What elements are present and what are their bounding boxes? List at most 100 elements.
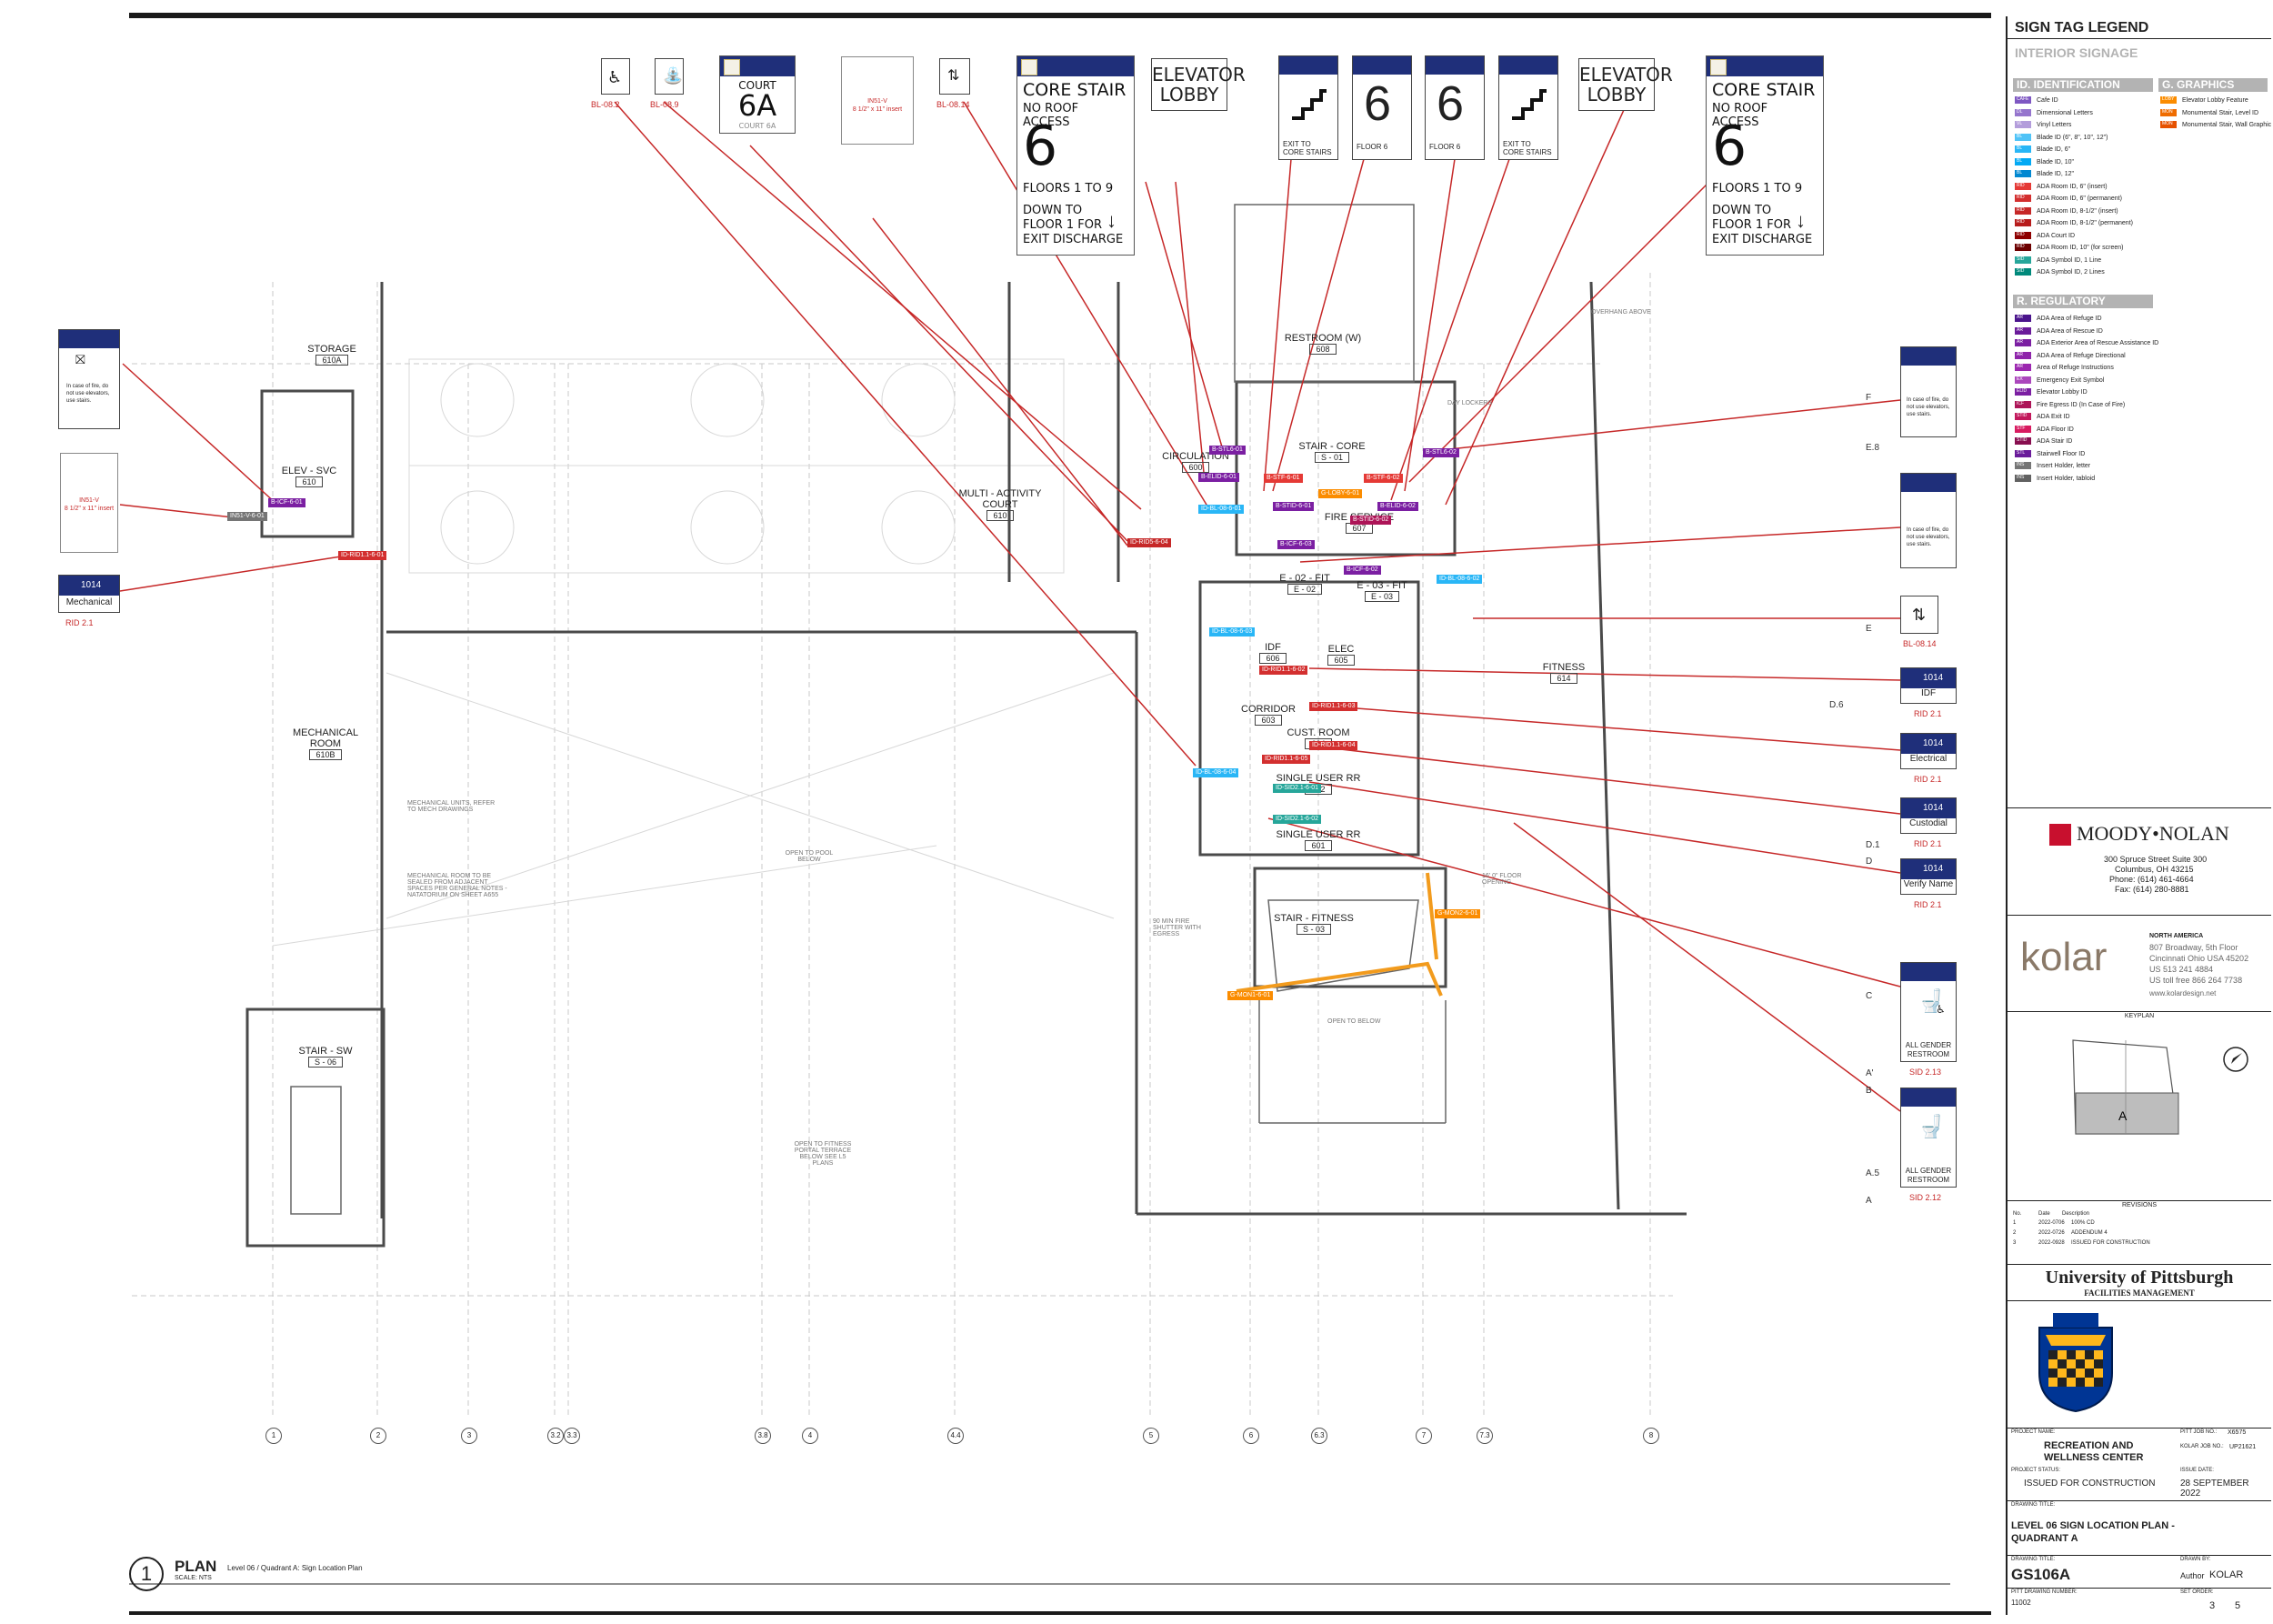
elevator-lobby-line2: LOBBY bbox=[1587, 84, 1647, 105]
sign-tag-chip: ID-BL-08-6-01 bbox=[1198, 505, 1245, 514]
legend-label: ADA Court ID bbox=[2037, 232, 2076, 239]
project-status-label: PROJECT STATUS: bbox=[2011, 1468, 2061, 1473]
restroom-line1: ALL GENDER bbox=[1905, 1041, 1952, 1049]
keyplan-title: KEYPLAN bbox=[2124, 1013, 2155, 1019]
legend-tag: CAFE bbox=[2017, 96, 2029, 102]
legend-label: Emergency Exit Symbol bbox=[2037, 376, 2105, 384]
legend-label: Dimensional Letters bbox=[2037, 109, 2093, 116]
core-stair-number: 6 bbox=[1712, 115, 1747, 178]
exit-core-stairs-sign-2: EXIT TO CORE STAIRS bbox=[1498, 55, 1558, 160]
accessible-toilet-icon: ♿ bbox=[607, 68, 623, 86]
sign-tag-chip: B-STF-6-01 bbox=[1264, 474, 1303, 483]
legend-swatch bbox=[2160, 96, 2177, 104]
legend-swatch bbox=[2015, 413, 2031, 420]
kolar-logo: kolar bbox=[2020, 935, 2108, 979]
grid-label: E.8 bbox=[1866, 443, 1880, 453]
floor-number: 6 bbox=[1364, 76, 1392, 131]
legend-label: ADA Exterior Area of Rescue Assistance I… bbox=[2037, 339, 2159, 346]
sign-tag-chip: B-STID-6-02 bbox=[1350, 516, 1392, 525]
legend-swatch bbox=[2015, 206, 2031, 215]
legend-label: Elevator Lobby ID bbox=[2037, 388, 2088, 396]
moody-nolan-logo-icon bbox=[2049, 824, 2071, 846]
restroom-sign-1: 🚽 ♿ ALL GENDER RESTROOM bbox=[1900, 962, 1957, 1062]
legend-label: ADA Exit ID bbox=[2037, 413, 2070, 420]
court-number: 6A bbox=[737, 88, 777, 123]
note-mech-units: MECHANICAL UNITS, REFER TO MECH DRAWINGS bbox=[407, 800, 496, 813]
grid-bubble: 3.2 bbox=[547, 1428, 564, 1444]
architect-address-2: Columbus, OH 43215 bbox=[2115, 865, 2194, 874]
plan-title: PLAN bbox=[175, 1558, 217, 1575]
sign-tag-chip: G-LOBY-6-01 bbox=[1318, 489, 1363, 498]
elevator-lobby-line1: ELEVATOR bbox=[1579, 64, 1673, 85]
core-stair-floors: FLOORS 1 TO 9 bbox=[1712, 182, 1803, 195]
room-sign-idf: 1014 IDF bbox=[1900, 667, 1957, 704]
legend-swatch bbox=[2015, 425, 2031, 433]
sign-tag-chip: ID-SID2.1-6-02 bbox=[1273, 815, 1322, 824]
restroom-line2: RESTROOM bbox=[1907, 1050, 1950, 1058]
sign-tag-bl-08-9: BL-08.9 bbox=[650, 100, 679, 109]
pitt-seal-icon bbox=[2038, 1313, 2113, 1413]
grid-bubble: 3.8 bbox=[755, 1428, 771, 1444]
grid-label: D bbox=[1866, 857, 1873, 867]
project-name-label: PROJECT NAME: bbox=[2011, 1429, 2056, 1435]
grid-bubble: 8 bbox=[1643, 1428, 1659, 1444]
legend-label: ADA Area of Refuge Directional bbox=[2037, 352, 2126, 359]
restroom-line2: RESTROOM bbox=[1907, 1176, 1950, 1184]
set-order-total: 5 bbox=[2235, 1600, 2241, 1611]
core-stair-sign-1: CORE STAIR NO ROOF ACCESS 6 FLOORS 1 TO … bbox=[1016, 55, 1135, 256]
legend-interior-heading: INTERIOR SIGNAGE bbox=[2015, 45, 2138, 60]
fire-evac-sign-left: ⛝ In case of fire, do not use elevators,… bbox=[58, 329, 120, 429]
plan-number-bubble: 1 bbox=[129, 1557, 164, 1591]
grid-label: A bbox=[1866, 1196, 1872, 1206]
room-sign-custodial: 1014 Custodial bbox=[1900, 797, 1957, 834]
restroom-line1: ALL GENDER bbox=[1905, 1167, 1952, 1175]
legend-swatch bbox=[2015, 121, 2031, 128]
drawing-title-label: DRAWING TITLE: bbox=[2011, 1502, 2056, 1508]
legend-swatch bbox=[2015, 326, 2031, 335]
sheet-bottom-border bbox=[129, 1611, 1991, 1615]
rev-header-date: Date bbox=[2038, 1211, 2050, 1217]
drawing-title-1: LEVEL 06 SIGN LOCATION PLAN - bbox=[2011, 1520, 2175, 1531]
down-arrow-icon: ↓ bbox=[1106, 209, 1116, 232]
sign-tag-chip: B-STL6-02 bbox=[1423, 448, 1459, 457]
sign-tag-bl-08-14: BL-08.14 bbox=[936, 100, 970, 109]
accessible-icon: ♿ bbox=[1936, 1003, 1946, 1016]
floor-plan-linework bbox=[119, 101, 1950, 1585]
legend-swatch bbox=[2160, 121, 2177, 128]
floor-label: FLOOR 6 bbox=[1429, 143, 1461, 151]
room-number: 1014 bbox=[1901, 859, 1956, 879]
legend-tag: VL bbox=[2017, 121, 2023, 126]
note-day-lockers: DAY LOCKERS bbox=[1447, 400, 1493, 406]
core-stair-floor1: FLOOR 1 FOR bbox=[1023, 218, 1103, 232]
sign-tag-legend: SIGN TAG LEGEND INTERIOR SIGNAGE ID. IDE… bbox=[2008, 16, 2271, 808]
legend-swatch bbox=[2015, 364, 2031, 371]
legend-label: Blade ID, 10" bbox=[2037, 158, 2075, 165]
room-name: Mechanical bbox=[65, 597, 113, 607]
core-stair-number: 6 bbox=[1023, 115, 1058, 178]
sign-tag-chip: B-ICF-6-01 bbox=[268, 498, 305, 507]
architect-phone: Phone: (614) 461-4664 bbox=[2109, 875, 2194, 884]
legend-swatch bbox=[2015, 388, 2031, 396]
plan-scale: SCALE: NTS bbox=[175, 1575, 212, 1581]
note-open-to-pool: OPEN TO POOL BELOW bbox=[785, 850, 834, 863]
legend-tag: RID bbox=[2017, 219, 2025, 225]
stairs-icon bbox=[1292, 89, 1327, 120]
kolar-tollfree: US toll free 866 264 7738 bbox=[2149, 976, 2243, 985]
room-restroom-w: RESTROOM (W)608 bbox=[1284, 333, 1362, 355]
core-stair-title: CORE STAIR bbox=[1023, 80, 1126, 100]
project-info-block: PROJECT NAME: RECREATION AND WELLNESS CE… bbox=[2008, 1428, 2271, 1501]
legend-tag: RID bbox=[2017, 206, 2025, 213]
insert-holder-sign: IN51-V 8 1/2" x 11" insert bbox=[841, 56, 914, 145]
